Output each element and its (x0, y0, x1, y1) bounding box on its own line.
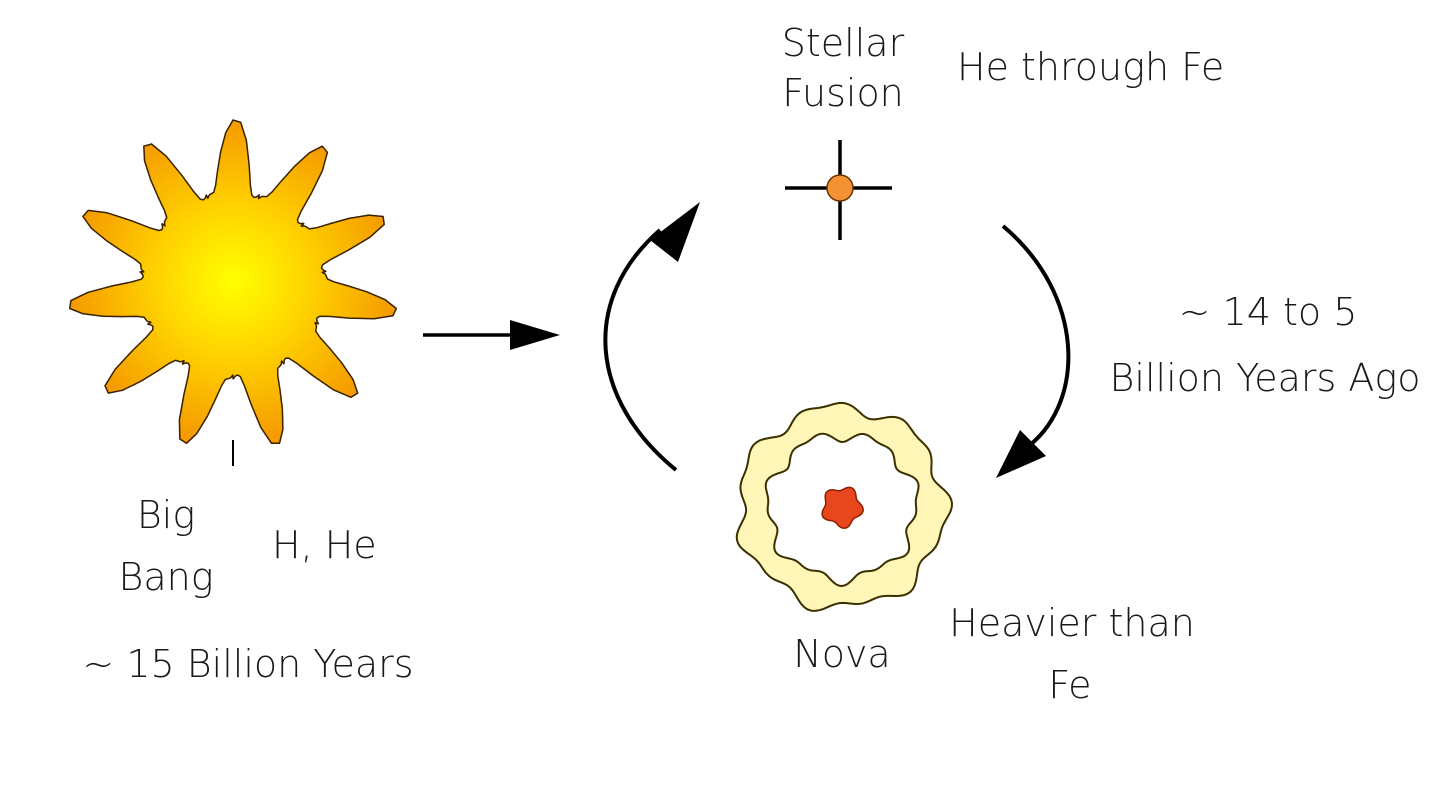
cycle-arrow-left (603, 202, 700, 472)
sun-burst-icon (68, 119, 398, 466)
big-bang-elements: H, He (272, 523, 377, 567)
star-cross-icon (785, 140, 892, 240)
stellar-fusion-label-line1: Stellar (782, 21, 905, 65)
nova-shell-icon (735, 401, 953, 612)
big-bang-label-line2: Bang (118, 555, 213, 599)
cycle-time-line1: ~ 14 to 5 (1179, 290, 1358, 334)
stellar-fusion-label-line2: Fusion (782, 71, 904, 115)
big-bang-label-line1: Big (137, 493, 195, 537)
cycle-arrow-right (996, 224, 1071, 478)
stellar-fusion-elements: He through Fe (957, 45, 1224, 89)
cycle-time-line2: Billion Years Ago (1110, 356, 1421, 400)
big-bang-time: ~ 15 Billion Years (82, 642, 413, 686)
nova-label: Nova (793, 632, 890, 676)
nova-elements-line1: Heavier than (949, 601, 1195, 645)
big-bang-arrow (423, 320, 560, 350)
nova-elements-line2: Fe (1048, 663, 1091, 707)
